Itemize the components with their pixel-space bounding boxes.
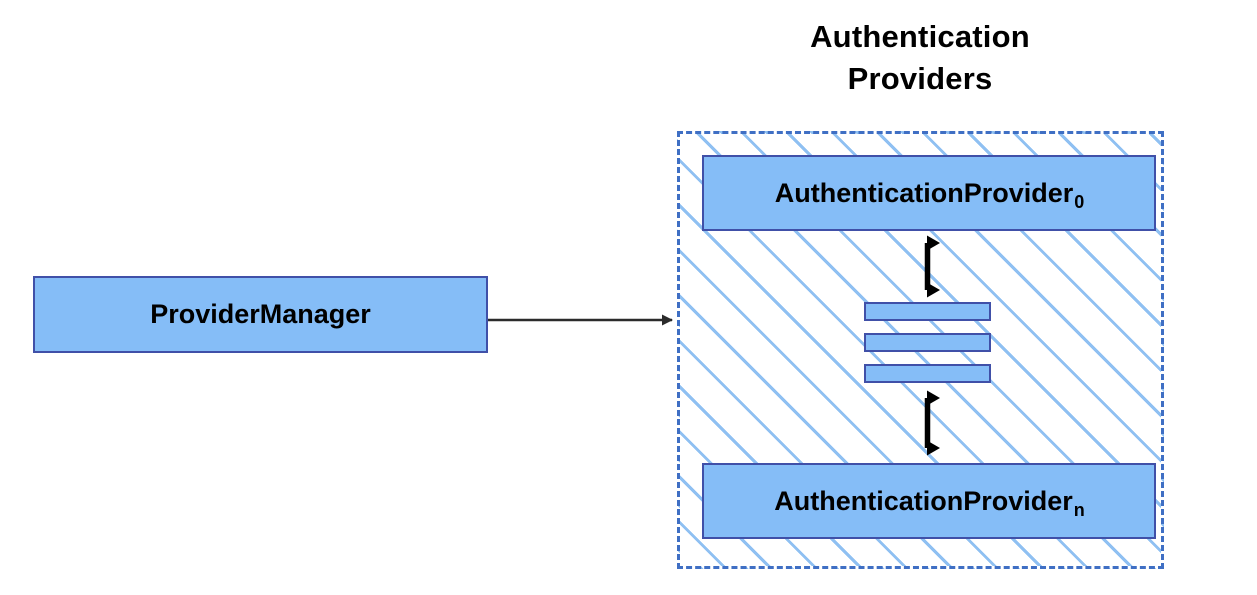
node-authentication-provider-n-label: AuthenticationProvider <box>774 485 1073 516</box>
node-authentication-provider-n-subscript: n <box>1073 499 1085 520</box>
group-title-line-2: Providers <box>847 61 993 96</box>
node-authentication-provider-0-label: AuthenticationProvider <box>774 177 1074 208</box>
node-authentication-provider-0-subscript: 0 <box>1074 191 1085 212</box>
node-provider-manager[interactable]: ProviderManager <box>13 276 488 373</box>
node-provider-manager-label: ProviderManager <box>150 299 371 329</box>
ellipsis-bar-3 <box>864 364 991 383</box>
group-title-line-1: Authentication <box>810 19 1030 54</box>
group-title: Authentication Providers <box>740 16 1100 100</box>
ellipsis-bar-1 <box>864 302 991 321</box>
ellipsis-bar-2 <box>864 333 991 352</box>
